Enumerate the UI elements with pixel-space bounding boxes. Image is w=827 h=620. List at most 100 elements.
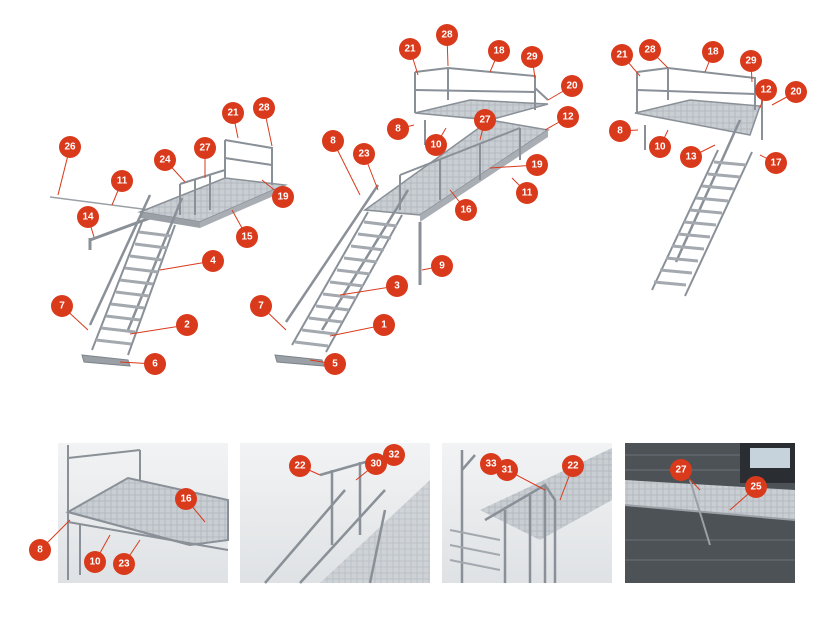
callout-circle [431, 255, 453, 277]
callout-number: 7 [59, 301, 65, 312]
callout-circle [745, 476, 767, 498]
callout-badge: 2 [176, 314, 198, 336]
callout-circle [194, 137, 216, 159]
callout-number: 2 [184, 320, 190, 331]
callout-circle [649, 136, 671, 158]
callout-badge: 1 [373, 314, 395, 336]
callout-number: 10 [430, 140, 442, 151]
callout-number: 20 [566, 81, 578, 92]
callout-badge: 8 [387, 118, 409, 140]
callout-circle [373, 314, 395, 336]
callout-number: 5 [332, 359, 338, 370]
callout-badge: 10 [425, 134, 447, 156]
callout-circle [322, 130, 344, 152]
callout-number: 21 [227, 108, 239, 119]
callout-number: 32 [388, 450, 400, 461]
callout-badge: 18 [702, 41, 724, 63]
callout-badge: 20 [561, 75, 583, 97]
callout-circle [29, 539, 51, 561]
callout-badge: 8 [29, 539, 51, 561]
callout-circle [765, 152, 787, 174]
callout-number: 7 [258, 301, 264, 312]
callout-number: 25 [750, 482, 762, 493]
callout-circle [154, 149, 176, 171]
callout-circle [455, 199, 477, 221]
callout-badge: 19 [526, 154, 548, 176]
callout-badge: 28 [436, 24, 458, 46]
callout-circle [250, 295, 272, 317]
callout-number: 21 [404, 44, 416, 55]
callout-number: 11 [522, 188, 533, 199]
callout-badge: 32 [383, 444, 405, 466]
callout-number: 10 [89, 557, 101, 568]
callout-circle [324, 353, 346, 375]
callout-number: 8 [617, 126, 623, 137]
callout-number: 30 [370, 459, 382, 470]
callout-badge: 19 [272, 186, 294, 208]
callout-number: 6 [152, 359, 158, 370]
callout-circle [611, 44, 633, 66]
callout-circle [51, 295, 73, 317]
callout-circle [253, 97, 275, 119]
callout-badge: 21 [222, 102, 244, 124]
callout-number: 28 [441, 30, 453, 41]
callout-number: 21 [616, 50, 628, 61]
callout-circle [222, 102, 244, 124]
callout-badge: 21 [611, 44, 633, 66]
callout-circle [425, 134, 447, 156]
callout-number: 19 [277, 192, 289, 203]
callout-badge: 27 [474, 109, 496, 131]
callout-circle [496, 459, 518, 481]
callout-number: 27 [675, 465, 687, 476]
callout-number: 16 [180, 494, 192, 505]
callout-circle [383, 444, 405, 466]
callout-circle [113, 553, 135, 575]
callout-circle [516, 182, 538, 204]
callout-badge: 5 [324, 353, 346, 375]
detail-panel-2 [240, 443, 430, 584]
callout-circle [670, 459, 692, 481]
callout-circle [175, 488, 197, 510]
callout-circle [474, 109, 496, 131]
callout-circle [365, 453, 387, 475]
callout-number: 22 [294, 461, 306, 472]
callout-number: 29 [526, 52, 538, 63]
callout-number: 17 [770, 158, 782, 169]
callout-number: 27 [479, 115, 491, 126]
callout-circle [289, 455, 311, 477]
callout-circle [557, 106, 579, 128]
callout-number: 13 [685, 152, 697, 163]
callout-badge: 13 [680, 146, 702, 168]
callout-number: 29 [745, 56, 757, 67]
callout-number: 8 [330, 136, 336, 147]
callout-circle [77, 206, 99, 228]
assembly-left [49, 139, 288, 367]
callout-badge: 3 [386, 275, 408, 297]
callout-circle [176, 314, 198, 336]
callout-circle [785, 81, 807, 103]
assembly-right [634, 66, 763, 297]
callout-badge: 28 [639, 39, 661, 61]
detail-panel-4 [624, 443, 796, 583]
callout-circle [84, 551, 106, 573]
callout-badge: 26 [59, 136, 81, 158]
callout-number: 28 [644, 45, 656, 56]
callout-badge: 16 [175, 488, 197, 510]
callout-circle [609, 120, 631, 142]
detail-panel-3 [442, 443, 612, 583]
callout-number: 23 [118, 559, 130, 570]
callout-badge: 22 [562, 455, 584, 477]
callout-circle [755, 79, 777, 101]
callout-number: 1 [381, 320, 387, 331]
callout-number: 15 [241, 232, 253, 243]
callout-number: 14 [82, 212, 94, 223]
callout-number: 20 [790, 87, 802, 98]
callout-number: 26 [64, 142, 76, 153]
callout-circle [561, 75, 583, 97]
callout-number: 23 [358, 149, 370, 160]
callout-circle [272, 186, 294, 208]
assembly-middle [274, 66, 550, 367]
callout-circle [59, 136, 81, 158]
